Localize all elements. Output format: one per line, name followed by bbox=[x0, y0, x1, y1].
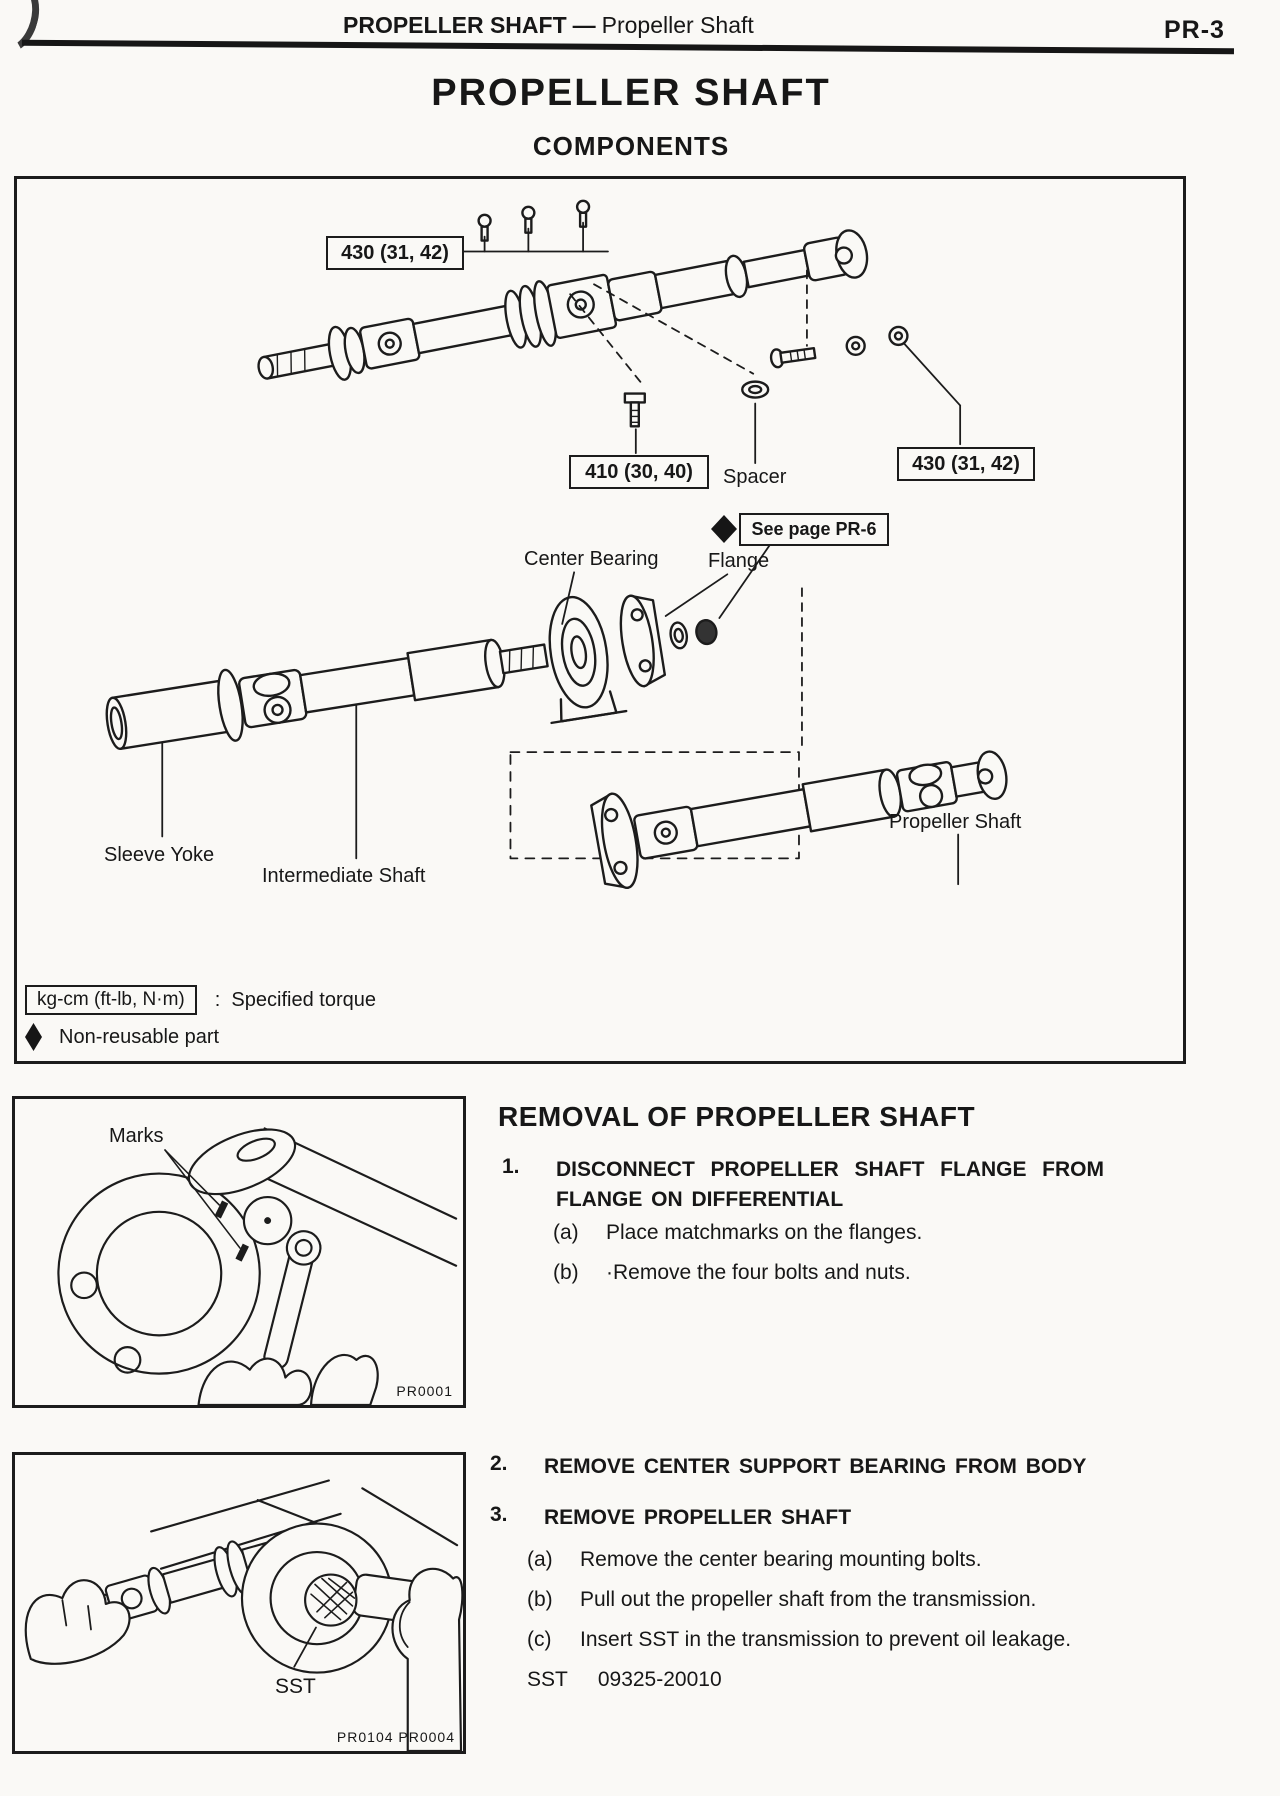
sst-figure: SST PR0104 PR0004 bbox=[12, 1452, 466, 1754]
page-number: PR-3 bbox=[1164, 16, 1225, 44]
header-subsection-title: Propeller Shaft bbox=[601, 12, 754, 38]
substep-text: ·Remove the four bolts and nuts. bbox=[606, 1261, 911, 1284]
sst-reference: SST 09325-20010 bbox=[527, 1668, 722, 1692]
header-rule bbox=[21, 39, 1235, 55]
center-bearing-label: Center Bearing bbox=[524, 548, 659, 570]
step-2-title: REMOVE CENTER SUPPORT BEARING FROM BODY bbox=[544, 1455, 1087, 1478]
step-3-substep-b: (b) Pull out the propeller shaft from the… bbox=[527, 1588, 1036, 1612]
torque-callout-2: 410 (30, 40) bbox=[569, 455, 709, 489]
page-subtitle: COMPONENTS bbox=[532, 131, 730, 161]
torque-callout-3: 430 (31, 42) bbox=[897, 447, 1035, 481]
components-figure: 430 (31, 42) 410 (30, 40) 430 (31, 42) S… bbox=[14, 176, 1186, 1064]
step-1-number: 1. bbox=[502, 1155, 520, 1178]
header-section-title: PROPELLER SHAFT bbox=[343, 12, 567, 38]
page-title: PROPELLER SHAFT bbox=[431, 72, 831, 114]
torque-legend-text: : Specified torque bbox=[214, 988, 376, 1011]
sst-ref-number: 09325-20010 bbox=[597, 1668, 722, 1691]
propeller-shaft-label: Propeller Shaft bbox=[889, 811, 1022, 833]
step-3-number: 3. bbox=[490, 1503, 508, 1526]
torque-unit-box: kg-cm (ft-lb, N·m) bbox=[25, 985, 197, 1015]
flange-label: Flange bbox=[708, 550, 770, 572]
components-exploded-diagram bbox=[105, 199, 1008, 889]
removal-heading: REMOVAL OF PROPELLER SHAFT bbox=[498, 1101, 976, 1132]
figure-code: PR0001 bbox=[396, 1383, 453, 1399]
non-reusable-legend-text: Non-reusable part bbox=[59, 1025, 220, 1048]
non-reusable-legend-row: Non-reusable part bbox=[25, 1023, 219, 1051]
matchmarks-figure: Marks PR0001 bbox=[12, 1096, 466, 1408]
substep-marker: (a) bbox=[553, 1221, 579, 1244]
substep-marker: (a) bbox=[527, 1548, 553, 1571]
step-1-substep-a: (a) Place matchmarks on the flanges. bbox=[553, 1221, 922, 1245]
see-page-callout: See page PR-6 bbox=[739, 513, 889, 546]
non-reusable-diamond-icon bbox=[25, 1023, 42, 1051]
step-1-title: DISCONNECT PROPELLER SHAFT FLANGE FROM F… bbox=[556, 1158, 1104, 1212]
substep-text: Place matchmarks on the flanges. bbox=[606, 1221, 923, 1244]
spacer-label: Spacer bbox=[723, 466, 787, 488]
intermediate-shaft-label: Intermediate Shaft bbox=[262, 865, 426, 887]
sst-illustration bbox=[24, 1479, 463, 1751]
substep-text: Pull out the propeller shaft from the tr… bbox=[580, 1588, 1037, 1611]
running-header: PROPELLER SHAFT—Propeller Shaft bbox=[343, 12, 754, 39]
sst-label: SST bbox=[275, 1675, 316, 1698]
step-3-substep-c: (c) Insert SST in the transmission to pre… bbox=[527, 1628, 1071, 1652]
substep-marker: (c) bbox=[527, 1628, 552, 1651]
scan-artifact bbox=[0, 0, 48, 60]
torque-legend-row: kg-cm (ft-lb, N·m) : Specified torque bbox=[25, 985, 376, 1015]
substep-marker: (b) bbox=[527, 1588, 553, 1611]
sleeve-yoke-label: Sleeve Yoke bbox=[104, 844, 215, 866]
step-3-substep-a: (a) Remove the center bearing mounting bo… bbox=[527, 1548, 982, 1572]
substep-marker: (b) bbox=[553, 1261, 579, 1284]
marks-label: Marks bbox=[109, 1125, 164, 1147]
step-1-substep-b: (b) ·Remove the four bolts and nuts. bbox=[553, 1261, 911, 1285]
header-separator: — bbox=[572, 12, 596, 38]
substep-text: Insert SST in the transmission to preven… bbox=[580, 1628, 1072, 1651]
step-2-number: 2. bbox=[490, 1452, 508, 1475]
step-3-title: REMOVE PROPELLER SHAFT bbox=[544, 1506, 852, 1529]
figure-code: PR0104 PR0004 bbox=[336, 1729, 455, 1745]
matchmarks-illustration bbox=[57, 1127, 458, 1405]
sst-ref-label: SST bbox=[527, 1668, 568, 1691]
torque-callout-1: 430 (31, 42) bbox=[326, 236, 464, 270]
substep-text: Remove the center bearing mounting bolts… bbox=[580, 1548, 982, 1571]
